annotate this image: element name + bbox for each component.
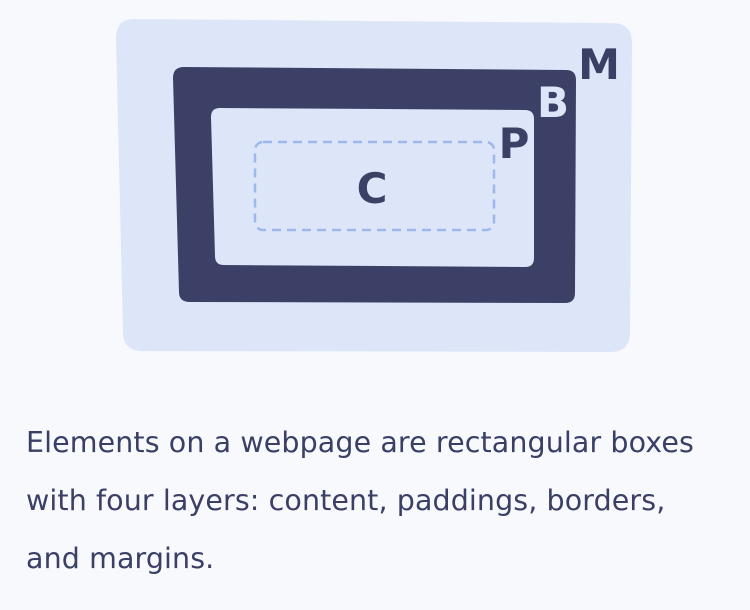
content-box [253, 140, 496, 232]
margin-label: M [578, 40, 620, 89]
content-label: C [357, 164, 388, 213]
padding-box [211, 108, 534, 267]
box-model-diagram: M B P C [116, 19, 632, 352]
padding-label: P [499, 119, 530, 168]
border-label: B [537, 78, 569, 127]
caption-text: Elements on a webpage are rectangular bo… [26, 426, 694, 575]
